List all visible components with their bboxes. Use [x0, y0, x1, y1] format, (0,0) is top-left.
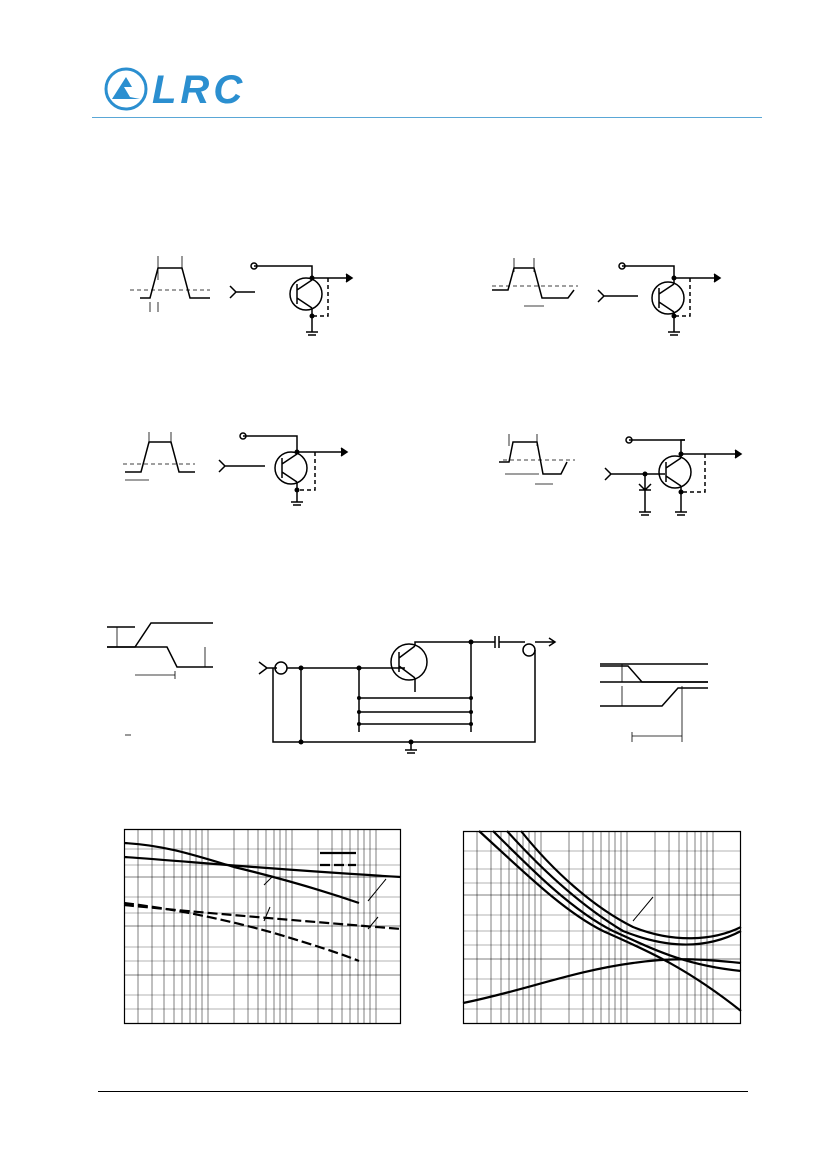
switching-circuit-4 — [495, 428, 750, 523]
waveform-left — [105, 615, 215, 745]
waveform-right — [598, 660, 713, 745]
switching-circuit-1 — [120, 250, 360, 340]
rf-amplifier-test-circuit — [255, 632, 555, 757]
footer-rule — [98, 1091, 748, 1092]
header-rule — [92, 117, 762, 118]
lrc-logo-icon — [104, 67, 148, 111]
graph-left — [124, 829, 401, 1024]
switching-circuit-2 — [488, 250, 748, 340]
graph-right — [463, 831, 741, 1024]
switching-circuit-3 — [115, 428, 360, 518]
logo-text: LRC — [152, 68, 247, 112]
